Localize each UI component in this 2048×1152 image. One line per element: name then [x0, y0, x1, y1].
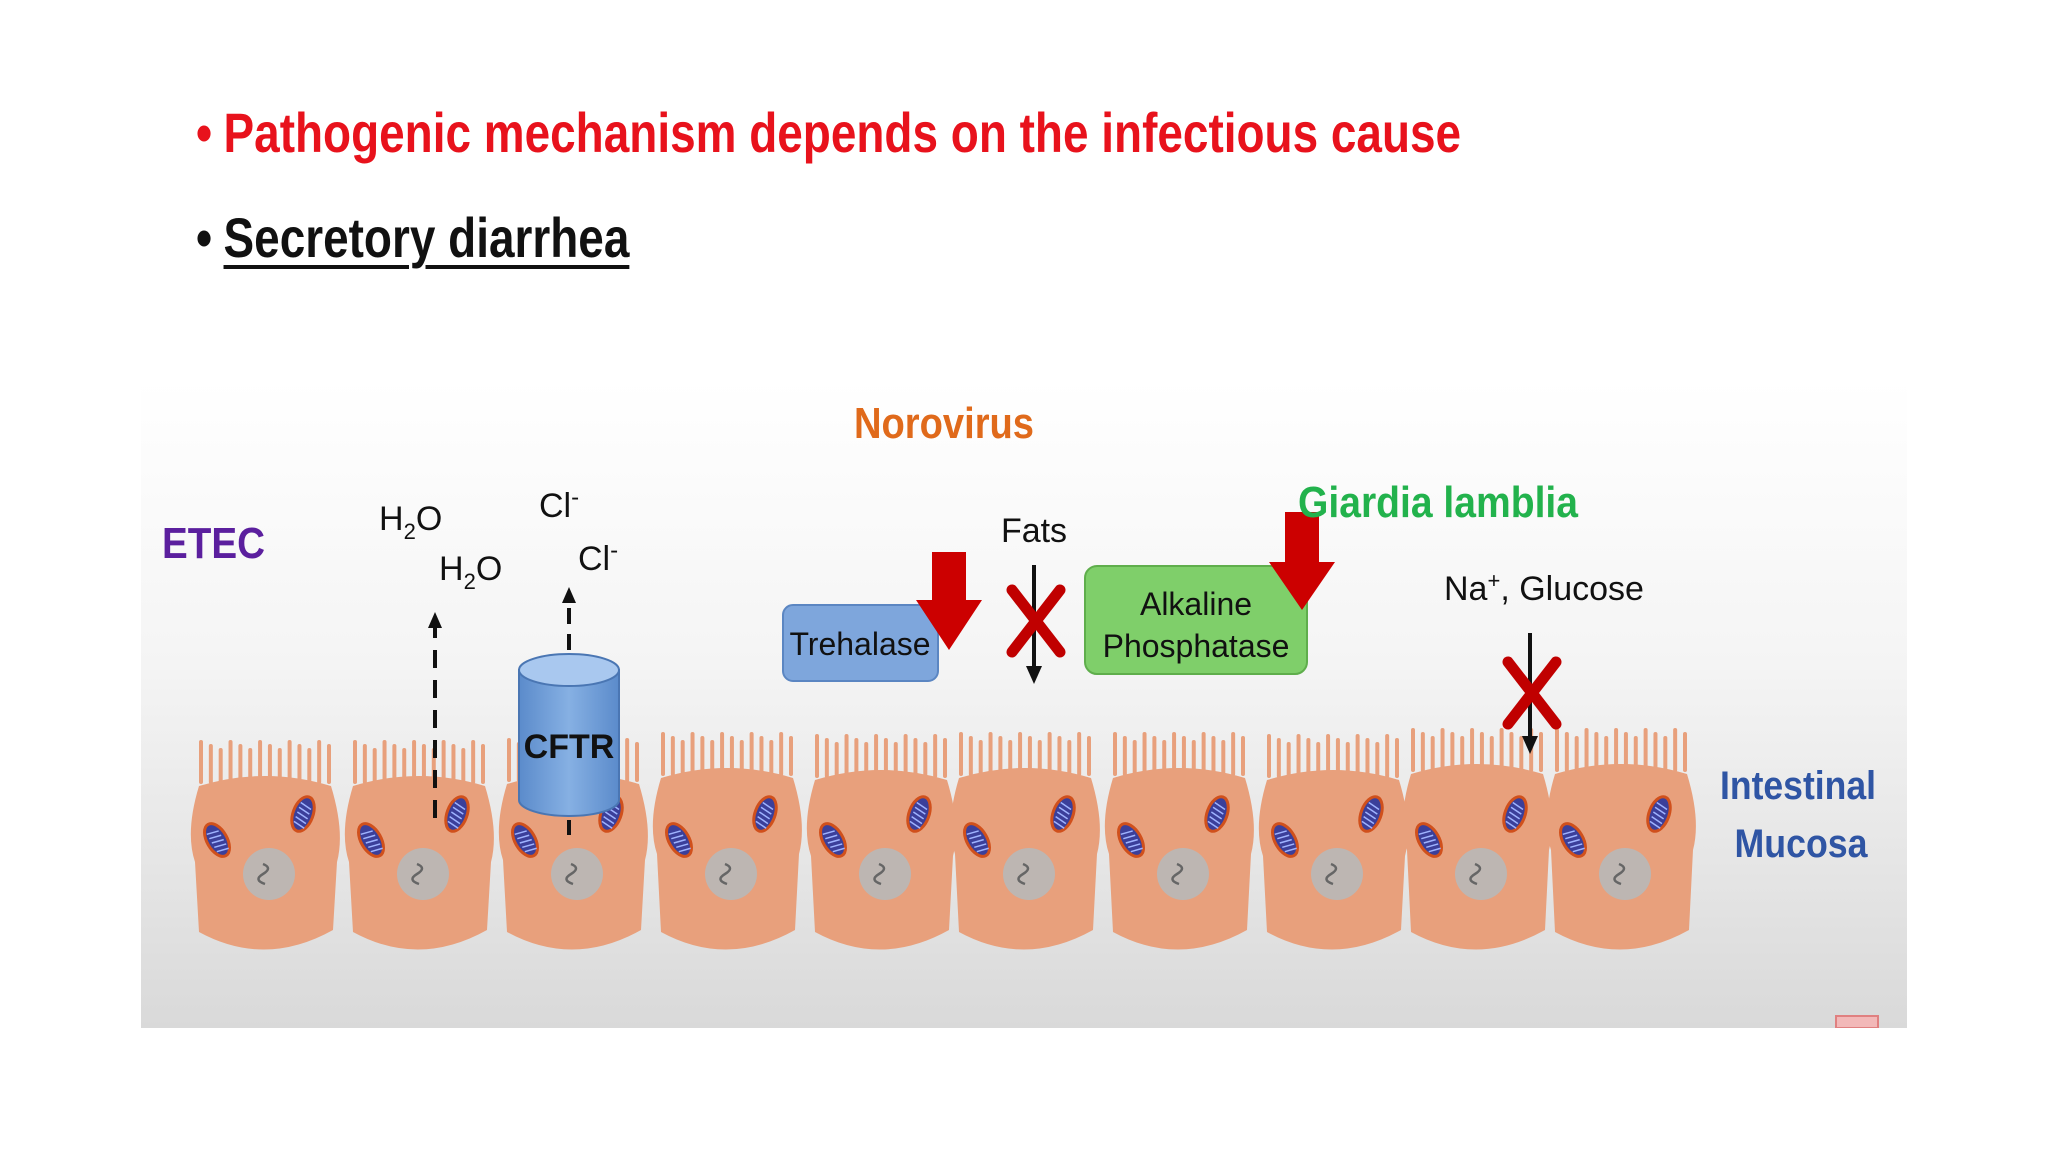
- nucleus-icon: [1311, 848, 1363, 900]
- mitochondria-icon: [1415, 822, 1443, 858]
- h2o-label-2: H2O: [439, 550, 502, 594]
- giardia-label: Giardia lamblia: [1298, 478, 1578, 527]
- nucleus-icon: [1003, 848, 1055, 900]
- alkaline-label-line2: Phosphatase: [1103, 628, 1290, 664]
- cftr-channel: CFTR: [518, 587, 620, 835]
- mitochondria-icon: [1646, 795, 1672, 833]
- cross-x-icon: [1006, 584, 1066, 658]
- mucosa-label-line2: Mucosa: [1735, 822, 1869, 866]
- nucleus-icon: [551, 848, 603, 900]
- nucleus-icon: [1157, 848, 1209, 900]
- nucleus-icon: [243, 848, 295, 900]
- svg-text:Cl-: Cl-: [539, 484, 579, 525]
- mitochondria-icon: [819, 822, 847, 858]
- mitochondria-icon: [1117, 822, 1145, 858]
- mitochondria-icon: [290, 795, 316, 833]
- corner-marker: [1835, 1015, 1879, 1028]
- cl-label-1: Cl-: [539, 484, 579, 525]
- svg-text:H2O: H2O: [439, 550, 502, 594]
- mitochondria-icon: [963, 822, 991, 858]
- bullet-pathogenic-mechanism: • Pathogenic mechanism depends on the in…: [196, 100, 1461, 165]
- bullet-text-secretory: Secretory diarrhea: [223, 206, 630, 269]
- epithelial-cell: [190, 740, 340, 950]
- epithelial-cells: [190, 728, 1696, 950]
- trehalase-label: Trehalase: [789, 626, 930, 662]
- epithelial-cell: [1546, 728, 1696, 950]
- epithelial-cell: [1402, 728, 1552, 950]
- h2o-label-1: H2O: [379, 500, 442, 544]
- norovirus-label: Norovirus: [854, 399, 1034, 448]
- mitochondria-icon: [444, 795, 470, 833]
- cross-x-icon: [1502, 656, 1562, 730]
- mitochondria-icon: [1050, 795, 1076, 833]
- svg-text:H2O: H2O: [379, 500, 442, 544]
- mitochondria-icon: [511, 822, 539, 858]
- down-arrow-icon: [1269, 512, 1335, 610]
- bullet-text-pathogenic: Pathogenic mechanism depends on the infe…: [223, 101, 1462, 164]
- nucleus-icon: [1455, 848, 1507, 900]
- nucleus-icon: [705, 848, 757, 900]
- mitochondria-icon: [1502, 795, 1528, 833]
- mucosa-label-line1: Intestinal: [1720, 764, 1876, 808]
- etec-label: ETEC: [162, 519, 265, 568]
- intestinal-mucosa-diagram: ETEC H2O H2O Cl- Cl- CFTR Norovirus Treh…: [141, 380, 1907, 1028]
- epithelial-cell: [1258, 734, 1408, 950]
- epithelial-cell: [1104, 732, 1254, 950]
- down-arrow-icon: [916, 552, 982, 650]
- nucleus-icon: [397, 848, 449, 900]
- na-glucose-label: Na+, Glucose: [1444, 568, 1644, 608]
- svg-text:Na+, Glucose: Na+, Glucose: [1444, 568, 1644, 608]
- svg-text:Cl-: Cl-: [578, 537, 618, 578]
- mitochondria-icon: [665, 822, 693, 858]
- epithelial-cell: [652, 732, 802, 950]
- nucleus-icon: [859, 848, 911, 900]
- mitochondria-icon: [752, 795, 778, 833]
- fats-label: Fats: [1001, 512, 1067, 550]
- mitochondria-icon: [1559, 822, 1587, 858]
- alkaline-phosphatase-enzyme: Alkaline Phosphatase: [1084, 565, 1308, 675]
- mitochondria-icon: [203, 822, 231, 858]
- mitochondria-icon: [1358, 795, 1384, 833]
- bullet-marker: •: [196, 101, 213, 164]
- mitochondria-icon: [1271, 822, 1299, 858]
- nucleus-icon: [1599, 848, 1651, 900]
- bullet-marker: •: [196, 206, 213, 269]
- bullet-secretory-diarrhea: • Secretory diarrhea: [196, 205, 629, 270]
- epithelial-cell: [806, 734, 956, 950]
- cftr-label: CFTR: [524, 728, 615, 766]
- epithelial-cell: [950, 732, 1100, 950]
- cl-label-2: Cl-: [578, 537, 618, 578]
- water-efflux-arrow: [428, 612, 442, 818]
- mitochondria-icon: [357, 822, 385, 858]
- trehalase-enzyme: Trehalase: [782, 604, 939, 682]
- mitochondria-icon: [1204, 795, 1230, 833]
- alkaline-label-line1: Alkaline: [1140, 586, 1252, 622]
- epithelial-cell: [344, 740, 494, 950]
- mitochondria-icon: [906, 795, 932, 833]
